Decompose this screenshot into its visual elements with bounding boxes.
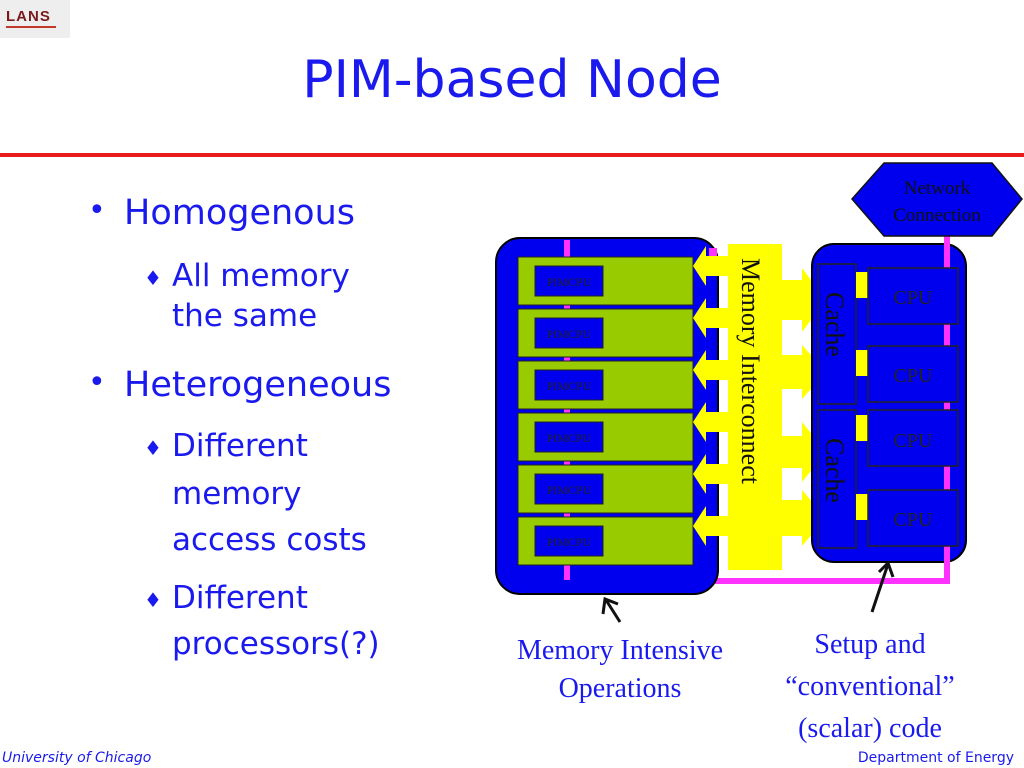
setup-code-caption: Setup and “conventional” (scalar) code xyxy=(756,624,984,750)
sub-bullet-access-l1: Different xyxy=(172,428,308,464)
pimcpu-box xyxy=(534,369,604,401)
network-connection-shape xyxy=(851,162,1023,237)
title-divider xyxy=(0,153,1024,157)
memory-intensive-caption-l1: Memory Intensive xyxy=(516,635,724,666)
cache-cpu-links xyxy=(856,272,868,520)
setup-caption-l2: “conventional” xyxy=(785,671,955,702)
cpu-box xyxy=(867,267,959,325)
sub-bullet-all-memory-l1: All memory xyxy=(172,258,350,294)
footer-right: Department of Energy xyxy=(857,750,1014,766)
pimcpu-box xyxy=(534,317,604,349)
sub-bullet-access-l3: access costs xyxy=(172,522,367,558)
setup-code-arrow xyxy=(870,560,895,613)
sub-bullet-processors-l1: Different xyxy=(172,580,308,616)
cpu-label: CPU xyxy=(894,430,933,452)
setup-caption-l3: (scalar) code xyxy=(798,713,942,744)
magenta-wire-right-inner xyxy=(944,228,950,578)
cpu-label: CPU xyxy=(894,365,933,387)
cache-label-bottom: Cache xyxy=(820,438,849,503)
cpu-box xyxy=(867,345,959,403)
memory-intensive-arrow xyxy=(601,596,622,623)
bullet-heterogeneous: Heterogeneous xyxy=(124,365,392,405)
slide-title: PIM-based Node xyxy=(302,50,722,110)
sub-bullet-all-memory-l2: the same xyxy=(172,298,318,334)
sub-bullet-access-l2: memory xyxy=(172,476,302,512)
right-interconnect-arrows xyxy=(782,268,826,546)
pimcpu-box xyxy=(534,525,604,557)
setup-caption-l1: Setup and xyxy=(814,629,926,660)
cache-box-bottom xyxy=(817,409,857,549)
pimcpu-box xyxy=(534,421,604,453)
cache-label-top: Cache xyxy=(820,292,849,357)
network-label-l2: Connection xyxy=(893,205,981,226)
network-label-l1: Network xyxy=(904,178,971,199)
footer-left: University of Chicago xyxy=(2,750,152,766)
logo-text: LANS xyxy=(6,8,51,25)
memory-intensive-caption: Memory Intensive Operations xyxy=(486,632,754,708)
lans-logo xyxy=(0,0,70,38)
logo-underline xyxy=(6,26,56,28)
memory-interconnect-label: Memory Interconnect xyxy=(736,258,765,485)
cpu-label: CPU xyxy=(894,287,933,309)
magenta-wire-bottom xyxy=(564,578,950,584)
memory-intensive-caption-l2: Operations xyxy=(558,673,682,704)
bullet-homogenous: Homogenous xyxy=(124,193,356,233)
diamond-bullet-icon: ♦ xyxy=(144,266,162,290)
pimcpu-label: PIMCPU xyxy=(547,327,592,341)
pimcpu-label: PIMCPU xyxy=(547,431,592,445)
diamond-bullet-icon: ♦ xyxy=(144,588,162,612)
pimcpu-box xyxy=(534,265,604,297)
pimcpu-label: PIMCPU xyxy=(547,379,592,393)
magenta-wire-left-inner xyxy=(564,240,570,580)
cpu-label: CPU xyxy=(894,509,933,531)
pimcpu-box xyxy=(534,473,604,505)
memory-interconnect-bar xyxy=(728,244,782,570)
pim-rows: PIMCPU PIMCPU PIMCPU PIMCPU PIMCPU PIMCP… xyxy=(517,256,694,566)
sub-bullet-processors-l2: processors(?) xyxy=(172,626,380,662)
left-interconnect-arrows xyxy=(693,246,728,546)
pimcpu-label: PIMCPU xyxy=(547,483,592,497)
diamond-bullet-icon: ♦ xyxy=(144,436,162,460)
bullet-dot-icon: • xyxy=(88,193,106,228)
pimcpu-label: PIMCPU xyxy=(547,275,592,289)
cpu-box xyxy=(867,409,959,467)
cpu-box xyxy=(867,489,959,547)
cache-box-top xyxy=(817,263,857,405)
bullet-dot-icon: • xyxy=(88,365,106,400)
pimcpu-label: PIMCPU xyxy=(547,535,592,549)
